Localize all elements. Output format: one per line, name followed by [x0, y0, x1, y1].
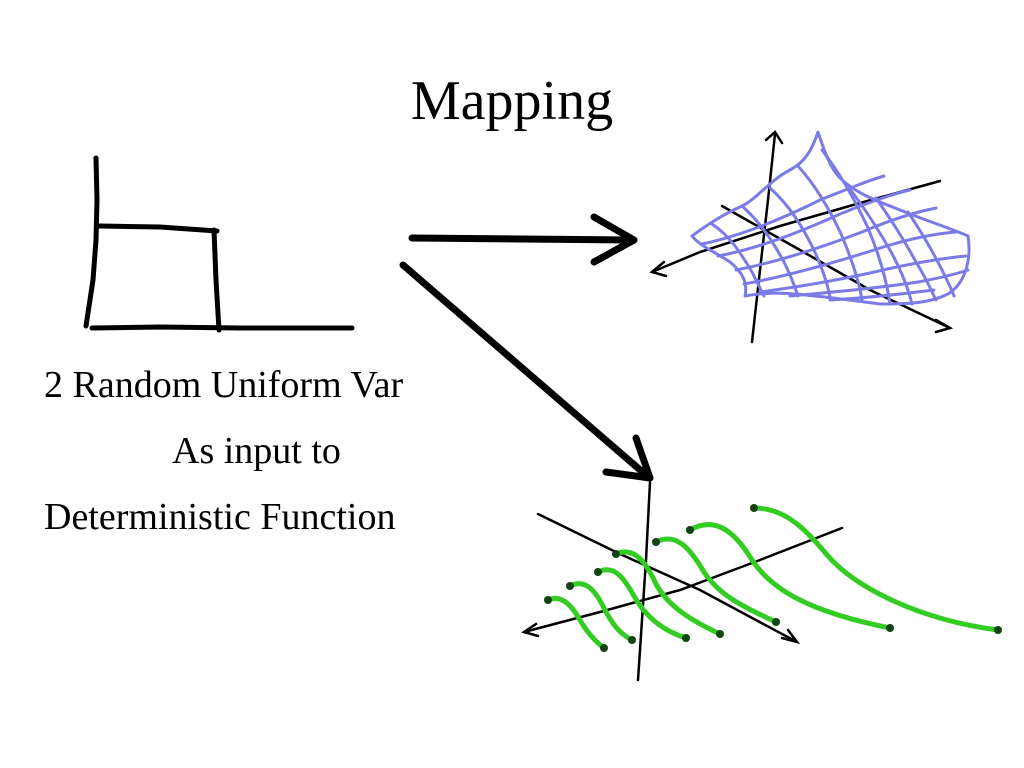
- caption-line-2: As input to: [172, 430, 341, 472]
- density-curve-4: [613, 549, 723, 637]
- uniform-x-axis: [89, 324, 355, 331]
- density-curve-7: [751, 505, 1001, 633]
- surface-mesh-icon: [649, 130, 971, 344]
- curves-axis-depth: [536, 512, 799, 644]
- uniform-box-side: [211, 227, 222, 333]
- mesh-axis-vertical: [750, 132, 777, 344]
- curves-axis-vertical: [636, 480, 652, 682]
- density-curves-icon: [521, 480, 1002, 682]
- slide-title: Mapping: [410, 70, 614, 132]
- caption-line-1: 2 Random Uniform Var: [44, 364, 404, 406]
- uniform-box-top: [97, 223, 220, 234]
- mesh-outline: [690, 130, 971, 306]
- mapping-arrow-down: [399, 261, 654, 482]
- uniform-distribution-icon: [83, 155, 355, 333]
- density-curve-2: [567, 581, 635, 643]
- density-curve-1: [545, 596, 607, 651]
- density-curve-3: [595, 567, 689, 641]
- uniform-y-axis: [83, 155, 100, 329]
- density-curve-6: [687, 522, 893, 631]
- density-curve-5: [653, 536, 779, 625]
- mapping-arrow-right: [408, 213, 638, 266]
- curves-axis-horizontal: [522, 526, 844, 634]
- caption-line-3: Deterministic Function: [44, 496, 396, 538]
